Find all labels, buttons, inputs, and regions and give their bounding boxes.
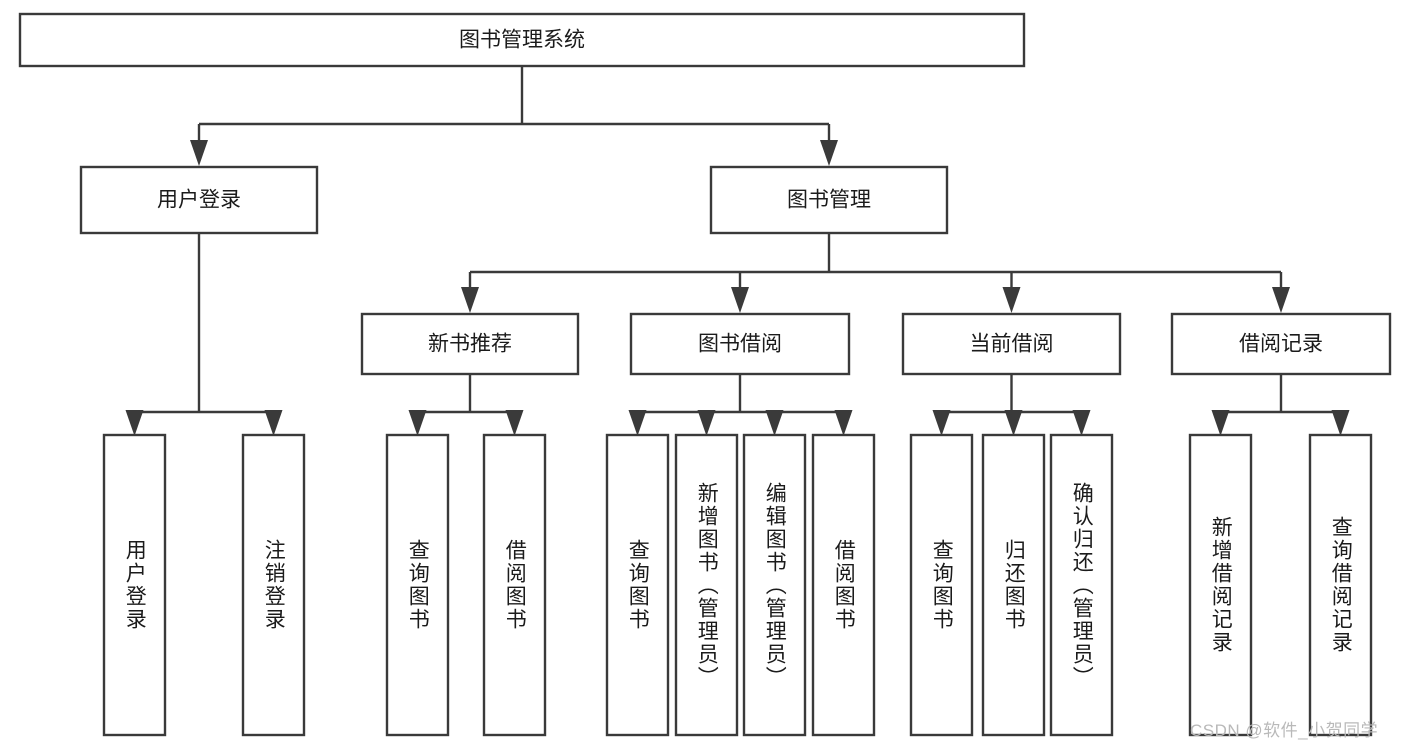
node-借阅记录-label: 借阅记录 <box>1239 333 1323 356</box>
connector-arrowhead <box>505 410 524 436</box>
node-图书管理[interactable] <box>709 165 949 235</box>
node-借阅图书[interactable] <box>811 433 876 737</box>
connector-arrowhead <box>820 140 838 166</box>
connector-arrowhead <box>834 410 853 436</box>
node-当前借阅-label: 当前借阅 <box>970 333 1054 356</box>
node-图书借阅[interactable] <box>629 312 851 376</box>
node-查询图书[interactable] <box>605 433 670 737</box>
connector-arrowhead <box>461 287 479 313</box>
node-查询图书[interactable] <box>909 433 974 737</box>
connector-arrowhead <box>1331 410 1350 436</box>
connector-arrowhead <box>1002 287 1021 313</box>
node-新书推荐-label: 新书推荐 <box>428 333 512 356</box>
node-图书管理-label: 图书管理 <box>787 189 871 212</box>
node-借阅图书[interactable] <box>482 433 547 737</box>
node-用户登录[interactable] <box>102 433 167 737</box>
node-当前借阅[interactable] <box>901 312 1122 376</box>
connector-arrowhead <box>408 410 427 436</box>
connector-arrowhead <box>190 140 208 166</box>
node-图书借阅-label: 图书借阅 <box>698 333 782 356</box>
connector-arrowhead <box>125 410 144 436</box>
connector-arrowhead <box>1004 410 1023 436</box>
node-查询借阅记录[interactable] <box>1308 433 1373 737</box>
node-用户登录-label: 用户登录 <box>157 189 241 212</box>
connector-arrowhead <box>628 410 647 436</box>
csdn-watermark: CSDN @软件_小贺同学 <box>1190 721 1379 740</box>
connector-arrowhead <box>1211 410 1230 436</box>
connector-arrowhead <box>697 410 716 436</box>
connector-arrowhead <box>932 410 951 436</box>
node-新增图书管理员[interactable] <box>674 433 739 737</box>
node-新书推荐[interactable] <box>360 312 580 376</box>
boxes-layer <box>18 12 1392 737</box>
connectors-layer <box>125 66 1350 436</box>
node-借阅记录[interactable] <box>1170 312 1392 376</box>
node-新增借阅记录[interactable] <box>1188 433 1253 737</box>
connector-arrowhead <box>1272 287 1290 313</box>
node-查询图书[interactable] <box>385 433 450 737</box>
node-编辑图书管理员[interactable] <box>742 433 807 737</box>
node-注销登录[interactable] <box>241 433 306 737</box>
node-图书管理系统[interactable] <box>18 12 1026 68</box>
connector-arrowhead <box>1072 410 1091 436</box>
node-确认归还管理员[interactable] <box>1049 433 1114 737</box>
node-图书管理系统-label: 图书管理系统 <box>459 29 585 52</box>
connector-arrowhead <box>264 410 283 436</box>
connector-arrowhead <box>731 287 749 313</box>
node-归还图书[interactable] <box>981 433 1046 737</box>
connector-arrowhead <box>765 410 784 436</box>
node-用户登录[interactable] <box>79 165 319 235</box>
